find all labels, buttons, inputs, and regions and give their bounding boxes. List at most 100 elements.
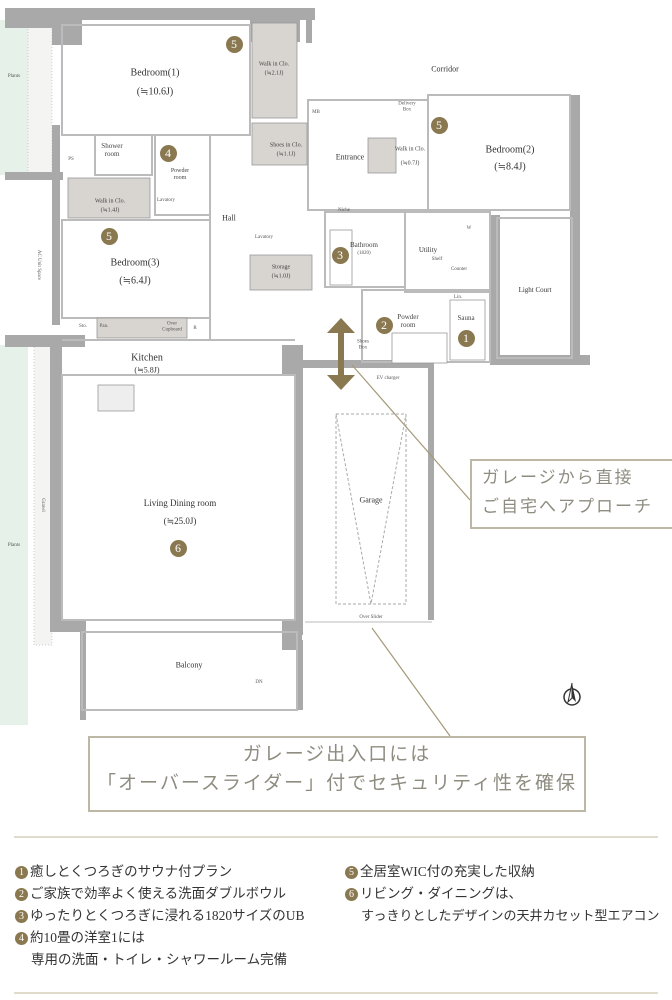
- lavatory-label: Lavatory: [156, 198, 176, 204]
- gravel-label: Gravel: [39, 498, 45, 512]
- shelf-label: Shelf: [431, 257, 443, 263]
- access-arrow: [327, 318, 355, 390]
- over-cupboard-label: Over Cupboard: [162, 321, 182, 332]
- feature-text: ゆったりとくつろぎに浸れる1820サイズのUB: [30, 908, 305, 923]
- room-bedroom2-name: Bedroom(2): [485, 144, 535, 156]
- callout-line: ガレージから直接: [482, 468, 634, 487]
- shoes-box-label: Shoes Box: [357, 339, 369, 350]
- callout-leaders: [351, 364, 471, 737]
- feature-badge-5: 5: [225, 35, 243, 53]
- feature-text: 癒しとくつろぎのサウナ付プラン: [30, 864, 233, 879]
- shoes-closet-name: Shoes in Clo.: [269, 142, 303, 149]
- counter-label: Counter: [450, 267, 468, 273]
- feature-number: 5: [345, 866, 358, 879]
- garage-car-outline: [335, 413, 407, 605]
- feature-text: 全居室WIC付の充実した収納: [360, 864, 535, 879]
- plants-label: Plants: [7, 74, 21, 80]
- storage-name: Storage: [271, 264, 291, 271]
- garage-access-callout: ガレージから直接 ご自宅へアプローチ: [470, 459, 672, 529]
- wic1-name: Walk in Clo.: [258, 61, 290, 68]
- entrance-label: Entrance: [335, 152, 365, 162]
- stairs-down-label: DN: [255, 680, 263, 686]
- gravel-strip: [27, 19, 53, 176]
- feature-badge-3: 3: [331, 246, 349, 264]
- wic2-name: Walk in Clo.: [394, 146, 426, 153]
- feature-text: すっきりとしたデザインの天井カセット型エアコン: [361, 908, 660, 923]
- washer-label: W: [466, 226, 472, 232]
- lavatory-label: Lavatory: [254, 235, 274, 241]
- feature-text: ご家族で効率よく使える洗面ダブルボウル: [30, 886, 287, 901]
- walls: [5, 8, 590, 720]
- feature-text: 専用の洗面・トイレ・シャワールーム完備: [31, 952, 288, 967]
- hall-label: Hall: [222, 213, 236, 223]
- delivery-box-label: Delivery Box: [398, 101, 416, 112]
- pantry-label: Pan.: [99, 324, 109, 330]
- wic1-size: (≒2.1J): [264, 70, 284, 77]
- garage-label: Garage: [359, 495, 383, 505]
- room-kitchen-size: (≒5.8J): [134, 365, 160, 375]
- storage-small-label: Sto.: [79, 324, 87, 330]
- corridor-label: Corridor: [431, 64, 459, 74]
- powder-room-label: Powder room: [397, 312, 419, 329]
- feature-badge-1: 1: [457, 329, 475, 347]
- divider: [14, 992, 658, 994]
- feature-number: 1: [15, 866, 28, 879]
- feature-badge-2: 2: [375, 316, 393, 334]
- room-bedroom3-name: Bedroom(3): [110, 257, 160, 269]
- room-kitchen-name: Kitchen: [131, 352, 163, 364]
- callout-line: ガレージ出入口には: [242, 744, 432, 765]
- linen-label: Lin.: [453, 295, 463, 301]
- niche-label: Niche: [338, 208, 350, 214]
- feature-badge-5: 5: [100, 227, 118, 245]
- feature-number: 2: [15, 888, 28, 901]
- feature-number: 3: [15, 910, 28, 923]
- room-bedroom1-size: (≒10.6J): [136, 86, 174, 98]
- plants-label: Plants: [7, 543, 21, 549]
- feature-number: 6: [345, 888, 358, 901]
- callout-line: 「オーバースライダー」付でセキュリティ性を確保: [97, 773, 577, 794]
- balcony-label: Balcony: [175, 660, 203, 670]
- feature-badge-5: 5: [430, 116, 448, 134]
- ev-charger-label: EV charger: [376, 376, 400, 382]
- plants-area: [0, 345, 28, 725]
- callout-line: ご自宅へアプローチ: [482, 497, 653, 516]
- divider: [14, 836, 658, 838]
- ps-label: PS: [68, 157, 74, 163]
- feature-badge-6: 6: [169, 539, 187, 557]
- floor-plan-drawing: [0, 8, 590, 737]
- powder-room-label: Powder room: [170, 168, 190, 181]
- over-slider-callout: ガレージ出入口には 「オーバースライダー」付でセキュリティ性を確保: [88, 736, 586, 812]
- room-ldr-size: (≒25.0J): [163, 515, 197, 526]
- wic3-name: Walk in Clo.: [94, 198, 126, 205]
- room-bedroom2-size: (≒8.4J): [494, 161, 526, 173]
- wic3-size: (≒1.4J): [100, 207, 120, 214]
- ac-unit-space-label: AC Unit Space: [35, 249, 41, 281]
- room-bedroom3-size: (≒6.4J): [119, 275, 151, 287]
- shower-room-label: Shower room: [101, 141, 123, 158]
- wic2-size: (≒0.7J): [400, 160, 420, 167]
- bathroom-name: Bathroom: [350, 240, 378, 249]
- utility-label: Utility: [418, 245, 438, 254]
- sauna-label: Sauna: [457, 313, 475, 322]
- room-bedroom1-name: Bedroom(1): [130, 67, 180, 79]
- shoes-closet-size: (≒1.1J): [276, 151, 296, 158]
- fixtures: [67, 22, 486, 412]
- feature-badge-4: 4: [159, 144, 177, 162]
- feature-text: 約10畳の洋室1には: [30, 930, 145, 945]
- over-slider-label: Over Slider: [359, 615, 383, 621]
- mb-label: MB: [312, 110, 320, 116]
- north-compass-icon: [563, 682, 581, 706]
- bathroom-size: (1820): [357, 251, 371, 257]
- storage-size: (≒1.0J): [271, 273, 291, 280]
- feature-text: リビング・ダイニングは、: [360, 886, 522, 901]
- gravel-strip: [33, 344, 53, 646]
